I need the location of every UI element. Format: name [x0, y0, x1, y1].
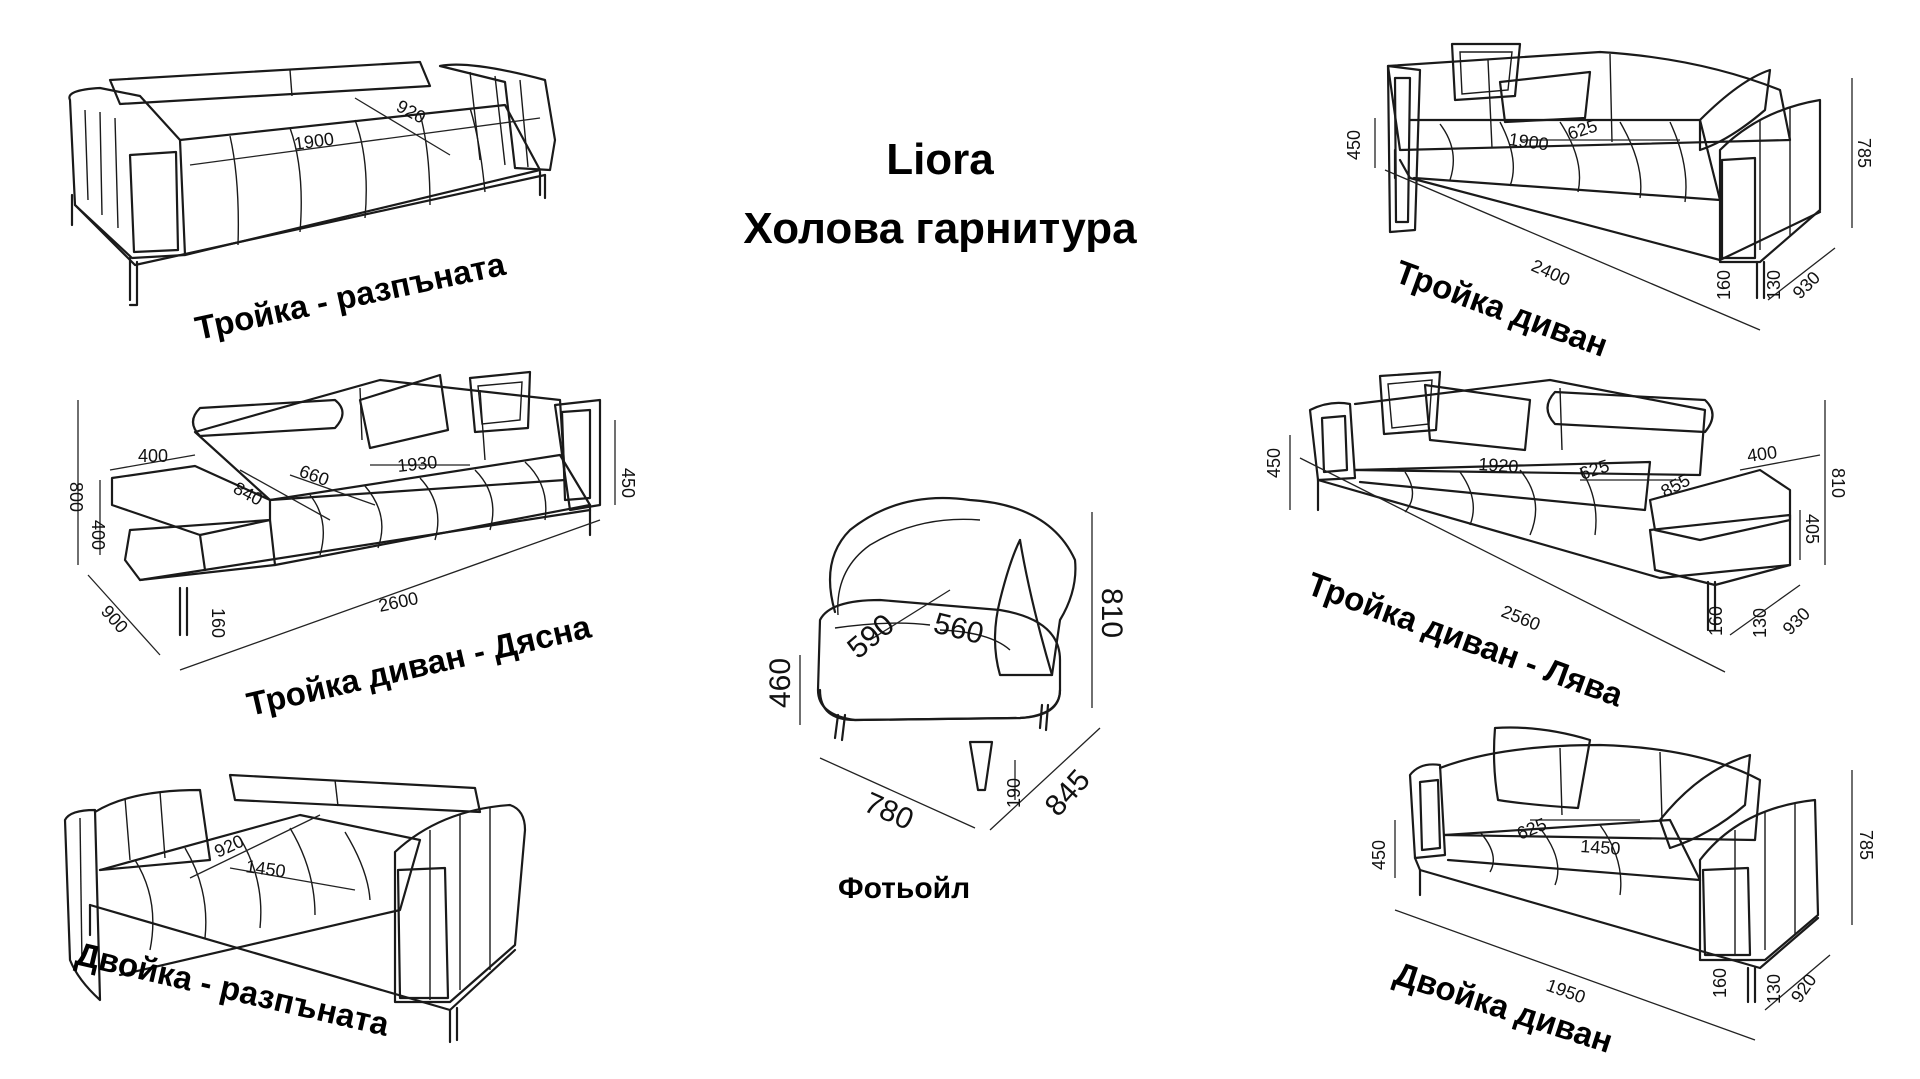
- sofa3-leg-height: 160: [1714, 270, 1734, 300]
- sofa3-open-depth: 920: [393, 96, 429, 128]
- sofa3-seat-length: 1900: [1507, 129, 1549, 154]
- sofa2-seat-length: 1450: [1580, 836, 1621, 859]
- armchair-label: Фотьойл: [838, 872, 970, 905]
- armchair-seat-depth: 590: [841, 608, 901, 665]
- armchair-seat-width: 560: [930, 607, 987, 651]
- sofa2-height: 785: [1856, 830, 1876, 860]
- armchair-height: 810: [1095, 588, 1128, 638]
- sofa3-left-leg-height: 160: [1706, 606, 1726, 636]
- armchair-depth: 845: [1039, 763, 1097, 822]
- sofa3-open-drawing: 1900 920: [68, 60, 557, 307]
- armchair-width: 780: [859, 786, 918, 837]
- armchair-leg-height: 190: [1004, 778, 1024, 808]
- armchair-drawing: 810 460 780 845 190 590 560: [764, 496, 1128, 837]
- sofa3-right-width: 2600: [377, 588, 420, 616]
- sofa3-left-shelf-height: 405: [1802, 514, 1822, 544]
- sofa3-drawing: 2400 450 785 1900 625 160 130 930: [1344, 42, 1874, 331]
- sofa3-left-seat-length: 1920: [1478, 454, 1519, 477]
- sofa2-depth: 920: [1787, 970, 1821, 1006]
- sofa3-left-seat-height: 450: [1264, 448, 1284, 478]
- sofa3-base: 130: [1764, 270, 1784, 300]
- sofa2-drawing: 1950 450 785 625 1450 160 130 920: [1369, 726, 1876, 1041]
- title-line-2: Холова гарнитура: [743, 204, 1137, 253]
- title-line-1: Liora: [886, 135, 994, 184]
- sofa3-left-shelf-width: 400: [1746, 442, 1779, 466]
- sofa3-right-depth: 900: [97, 601, 132, 637]
- sofa2-open-depth: 920: [211, 831, 247, 862]
- sofa3-seat-height: 450: [1344, 130, 1364, 160]
- sofa2-base: 130: [1764, 974, 1784, 1004]
- sofa2-open-label: Двойка - разпъната: [72, 935, 393, 1043]
- sofa3-right-seat-height: 450: [618, 468, 638, 498]
- sofa3-height: 785: [1854, 138, 1874, 168]
- sofa3-label: Тройка диван: [1391, 253, 1613, 364]
- armchair-seat-height: 460: [764, 658, 797, 708]
- sofa3-left-base: 130: [1750, 608, 1770, 638]
- sofa2-seat-height: 450: [1369, 840, 1389, 870]
- sofa2-open-drawing: 920 1450: [63, 773, 527, 1044]
- sofa3-right-shelf-width: 400: [138, 446, 168, 466]
- sofa3-left-drawing: 450 1920 625 855 400 810 405 2560 160 13…: [1264, 370, 1848, 673]
- sofa3-left-height: 810: [1828, 468, 1848, 498]
- sofa3-open-length: 1900: [293, 129, 335, 154]
- sofa3-right-label: Тройка диван - Дясна: [243, 608, 595, 723]
- sofa3-right-height: 800: [66, 482, 86, 512]
- sofa3-right-seat-depth: 660: [297, 461, 332, 490]
- sofa2-open-length: 1450: [244, 856, 286, 881]
- sofa3-left-width: 2560: [1499, 601, 1544, 635]
- sofa3-right-seat-length: 1930: [396, 452, 438, 476]
- sofa3-left-depth: 930: [1779, 603, 1814, 638]
- sofa3-right-shelf-height: 400: [88, 520, 108, 550]
- sofa3-right-leg-height: 160: [208, 608, 228, 638]
- sofa2-seat-depth: 625: [1514, 814, 1549, 844]
- sofa2-leg-height: 160: [1710, 968, 1730, 998]
- sofa3-width: 2400: [1528, 255, 1573, 290]
- sofa2-label: Двойка диван: [1390, 954, 1618, 1059]
- sofa3-left-label: Тройка диван - Лява: [1303, 565, 1629, 714]
- sofa3-depth: 930: [1789, 267, 1824, 302]
- sofa3-right-shelf-depth: 840: [230, 478, 266, 510]
- sofa3-open-label: Тройка - разпъната: [192, 245, 509, 347]
